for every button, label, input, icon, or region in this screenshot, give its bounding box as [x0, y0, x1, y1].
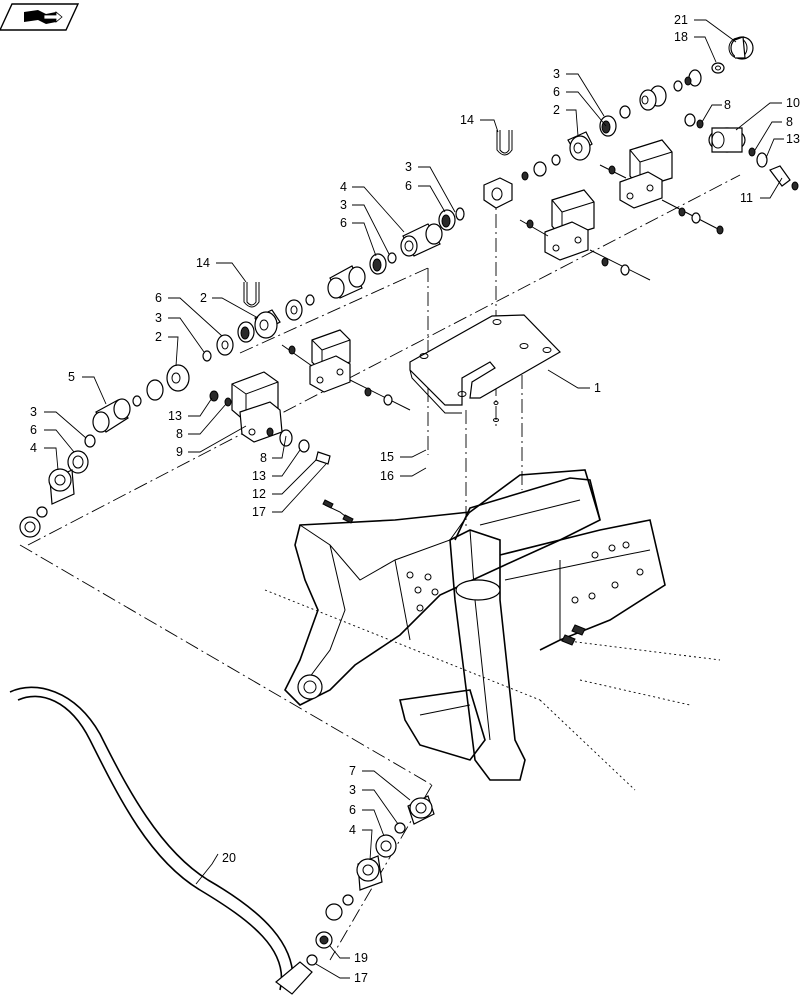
callout-3e: 3 — [30, 405, 37, 419]
callout-3c: 3 — [340, 198, 347, 212]
callout-6f: 6 — [349, 803, 356, 817]
beam-holes — [406, 571, 439, 612]
callout-17a: 17 — [252, 505, 266, 519]
lower-fittings — [306, 795, 435, 966]
callout-15: 15 — [380, 450, 394, 464]
callout-13c: 13 — [252, 469, 266, 483]
callouts: 21 18 3 6 2 8 10 8 13 11 14 3 6 4 3 6 14 — [30, 13, 800, 985]
callout-6b: 6 — [405, 179, 412, 193]
u-bolt-lower — [243, 282, 260, 308]
callout-20: 20 — [222, 851, 236, 865]
valve-assembly-upper — [599, 139, 724, 235]
callout-13a: 13 — [786, 132, 800, 146]
callout-2c: 2 — [155, 330, 162, 344]
callout-18: 18 — [674, 30, 688, 44]
callout-8d: 8 — [260, 451, 267, 465]
callout-11: 11 — [740, 191, 753, 205]
callout-13b: 13 — [168, 409, 182, 423]
callout-6a: 6 — [553, 85, 560, 99]
callout-21: 21 — [674, 13, 688, 27]
callout-5: 5 — [68, 370, 75, 384]
callout-4a: 4 — [340, 180, 347, 194]
valve-assembly-lower — [281, 329, 411, 411]
callout-4b: 4 — [30, 441, 37, 455]
callout-2b: 2 — [200, 291, 207, 305]
callout-14a: 14 — [460, 113, 474, 127]
valve-assembly-middle — [519, 189, 651, 281]
callout-3a: 3 — [553, 67, 560, 81]
callout-9: 9 — [176, 445, 183, 459]
callout-10: 10 — [786, 96, 800, 110]
callout-6c: 6 — [340, 216, 347, 230]
solenoid-valve-block — [209, 371, 331, 465]
callout-6e: 6 — [30, 423, 37, 437]
callout-19: 19 — [354, 951, 368, 965]
callout-2a: 2 — [553, 103, 560, 117]
callout-3b: 3 — [405, 160, 412, 174]
callout-8a: 8 — [724, 98, 731, 112]
callout-16: 16 — [380, 469, 394, 483]
book-arrow-icon[interactable] — [0, 3, 80, 31]
callout-8c: 8 — [176, 427, 183, 441]
hose — [9, 686, 313, 995]
callout-3d: 3 — [155, 311, 162, 325]
callout-14b: 14 — [196, 256, 210, 270]
callout-4c: 4 — [349, 823, 356, 837]
callout-8b: 8 — [786, 115, 793, 129]
callout-12: 12 — [252, 487, 266, 501]
tractor-frame-assembly — [264, 469, 721, 791]
callout-1: 1 — [594, 381, 601, 395]
right-valve-stack — [684, 113, 799, 191]
u-bolt-upper — [496, 130, 513, 156]
callout-17b: 17 — [354, 971, 368, 985]
callout-6d: 6 — [155, 291, 162, 305]
mounting-plate — [409, 314, 561, 422]
callout-3f: 3 — [349, 783, 356, 797]
cross-holes — [571, 541, 644, 604]
callout-7: 7 — [349, 764, 356, 778]
shaft-parts-chain — [19, 36, 754, 538]
